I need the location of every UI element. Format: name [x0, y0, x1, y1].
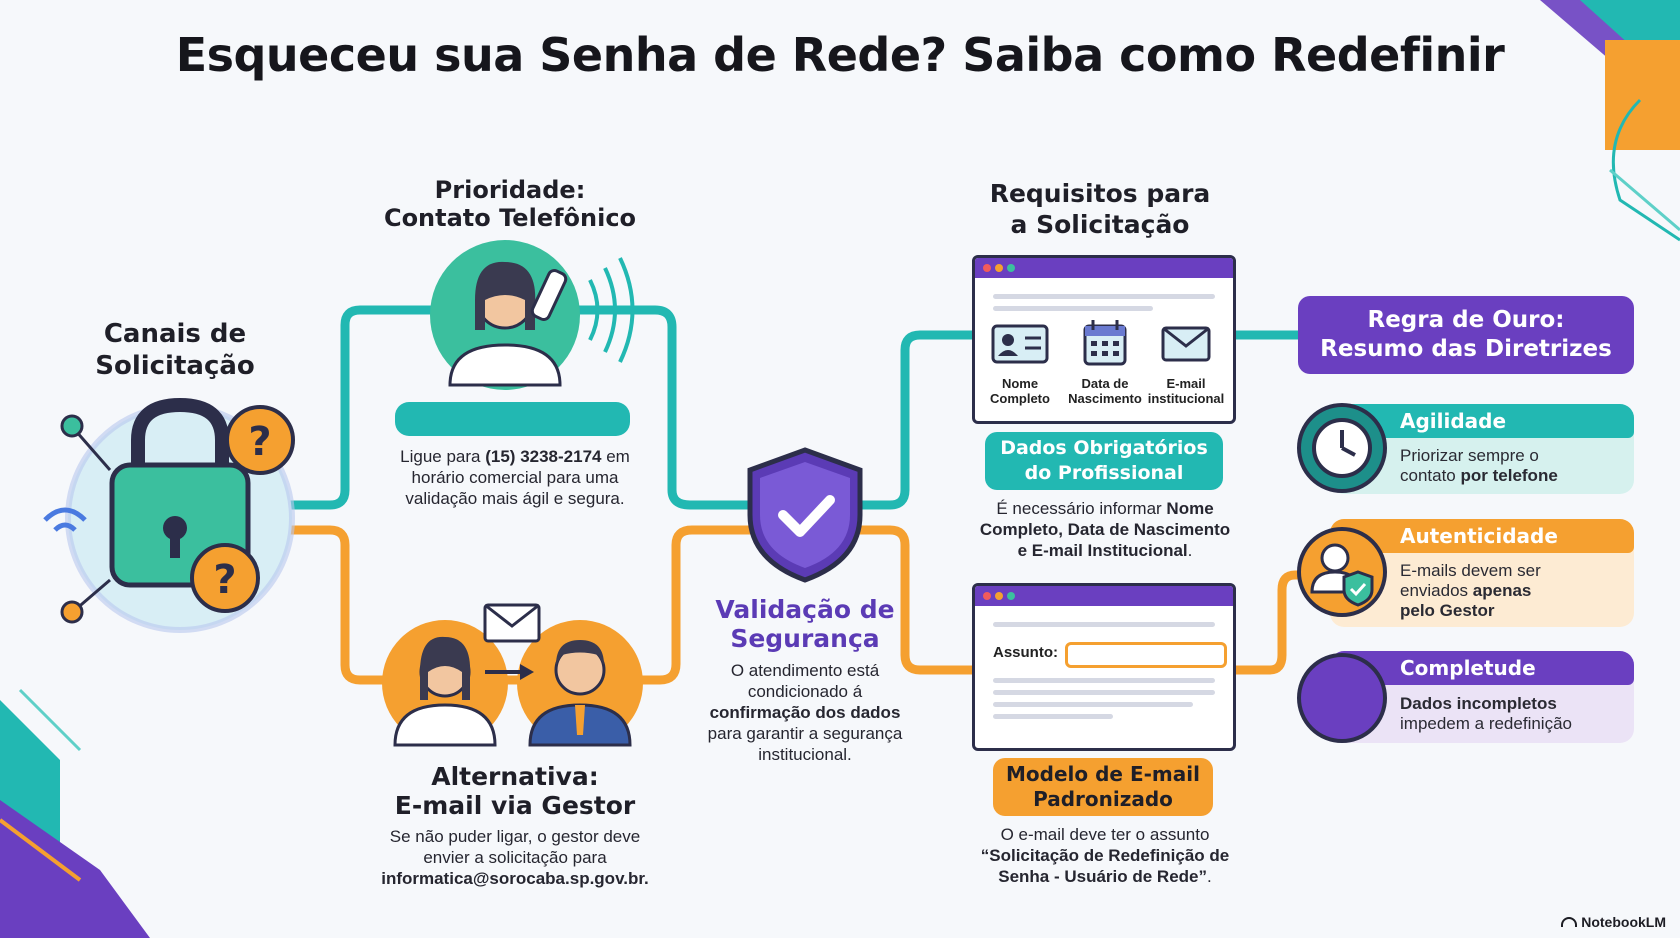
prioridade-text-line-2: horário comercial para uma	[411, 468, 619, 487]
autenticidade-text: E-mails devem ser enviados apenas pelo G…	[1400, 561, 1541, 620]
placeholder-line	[993, 714, 1113, 719]
canais-heading-line-1: Canais de	[103, 319, 247, 349]
phone-number-bar	[395, 402, 630, 436]
canais-heading: Canais de Solicitação	[70, 318, 280, 382]
alternativa-heading-line-2: E-mail via Gestor	[394, 791, 636, 820]
placeholder-line	[993, 702, 1193, 707]
requisitos-icons	[991, 320, 1211, 366]
svg-text:?: ?	[248, 419, 271, 465]
prioridade-text: Ligue para (15) 3238-2174 em horário com…	[370, 446, 660, 509]
placeholder-line	[993, 622, 1215, 627]
requisitos-text: É necessário informar Nome Completo, Dat…	[955, 498, 1255, 561]
phone-number: (15) 3238-2174	[485, 447, 602, 466]
page-title: Esqueceu sua Senha de Rede? Saiba como R…	[175, 28, 1505, 82]
alternativa-heading-line-1: Alternativa:	[431, 762, 599, 791]
window-titlebar	[975, 258, 1233, 278]
completude-title: Completude	[1400, 656, 1536, 680]
autenticidade-title: Autenticidade	[1400, 524, 1558, 548]
modelo-text-line-1: O e-mail deve ter o assunto	[1000, 825, 1210, 844]
modelo-text-line-3: Senha - Usuário de Rede”.	[998, 867, 1212, 886]
window-dot-red	[983, 264, 991, 272]
window-dot-orange	[995, 264, 1003, 272]
alternativa-text-line-2: envier a solicitação para	[423, 848, 607, 867]
dados-obrigatorios-badge: Dados Obrigatórios do Profissional	[985, 432, 1223, 490]
prioridade-heading-line-1: Prioridade:	[434, 176, 586, 204]
validacao-text: O atendimento está condicionado á confir…	[690, 660, 920, 765]
agilidade-title: Agilidade	[1400, 409, 1507, 433]
requisitos-heading-line-2: a Solicitação	[1010, 210, 1190, 239]
calendar-icon	[1083, 320, 1127, 366]
subject-field	[1065, 642, 1227, 668]
email-template-window: Assunto:	[972, 583, 1236, 751]
validacao-text-line-1: O atendimento está	[730, 661, 880, 680]
placeholder-line	[993, 294, 1215, 299]
prioridade-text-line-3: validação mais ágil e segura.	[405, 489, 625, 508]
notebooklm-brand: NotebookLM	[1561, 914, 1666, 930]
window-dot-orange	[995, 592, 1003, 600]
gestor-email-address: informatica@sorocaba.sp.gov.br.	[381, 869, 649, 888]
requisitos-text-line-1: É necessário informar Nome	[996, 499, 1214, 518]
regra-de-ouro-banner: Regra de Ouro: Resumo das Diretrizes	[1298, 296, 1634, 374]
placeholder-line	[993, 678, 1215, 683]
requisitos-text-line-2: Completo, Data de Nascimento	[979, 520, 1231, 539]
modelo-text-line-2: “Solicitação de Redefinição de	[980, 846, 1230, 865]
agilidade-text: Priorizar sempre o contato por telefone	[1400, 446, 1558, 485]
alternativa-text: Se não puder ligar, o gestor deve envier…	[350, 826, 680, 889]
completude-text: Dados incompletos impedem a redefinição	[1400, 694, 1572, 733]
requisitos-heading-line-1: Requisitos para	[989, 179, 1211, 208]
window-dot-red	[983, 592, 991, 600]
prioridade-heading: Prioridade: Contato Telefônico	[360, 176, 660, 232]
subject-label: Assunto:	[993, 644, 1058, 661]
modelo-email-badge: Modelo de E-mail Padronizado	[993, 758, 1213, 816]
canais-heading-line-2: Solicitação	[95, 351, 255, 381]
validacao-heading-line-2: Segurança	[730, 624, 880, 653]
svg-text:?: ?	[213, 557, 236, 603]
prioridade-text-line-1: Ligue para (15) 3238-2174 em	[400, 447, 630, 466]
requisitos-heading: Requisitos para a Solicitação	[950, 178, 1250, 240]
alternativa-heading: Alternativa: E-mail via Gestor	[370, 762, 660, 820]
placeholder-line	[993, 306, 1153, 311]
modelo-text: O e-mail deve ter o assunto “Solicitação…	[955, 824, 1255, 887]
validacao-heading-line-1: Validação de	[715, 595, 895, 624]
id-card-icon	[991, 324, 1049, 364]
autenticidade-card-header	[1330, 519, 1634, 553]
prioridade-heading-line-2: Contato Telefônico	[383, 204, 637, 232]
validacao-heading: Validação de Segurança	[700, 595, 910, 653]
window-dot-green	[1007, 592, 1015, 600]
validacao-text-line-5: institucional.	[758, 745, 852, 764]
requisitos-text-line-3: e E-mail Institucional.	[1017, 541, 1193, 560]
validacao-text-line-4: para garantir a segurança	[707, 724, 903, 743]
window-titlebar	[975, 586, 1233, 606]
envelope-icon	[1161, 326, 1211, 362]
placeholder-line	[993, 690, 1215, 695]
validacao-text-line-3: confirmação dos dados	[709, 703, 901, 722]
alternativa-text-line-1: Se não puder ligar, o gestor deve	[389, 827, 641, 846]
validacao-text-line-2: condicionado á	[747, 682, 863, 701]
notebooklm-icon	[1561, 917, 1578, 927]
window-dot-green	[1007, 264, 1015, 272]
